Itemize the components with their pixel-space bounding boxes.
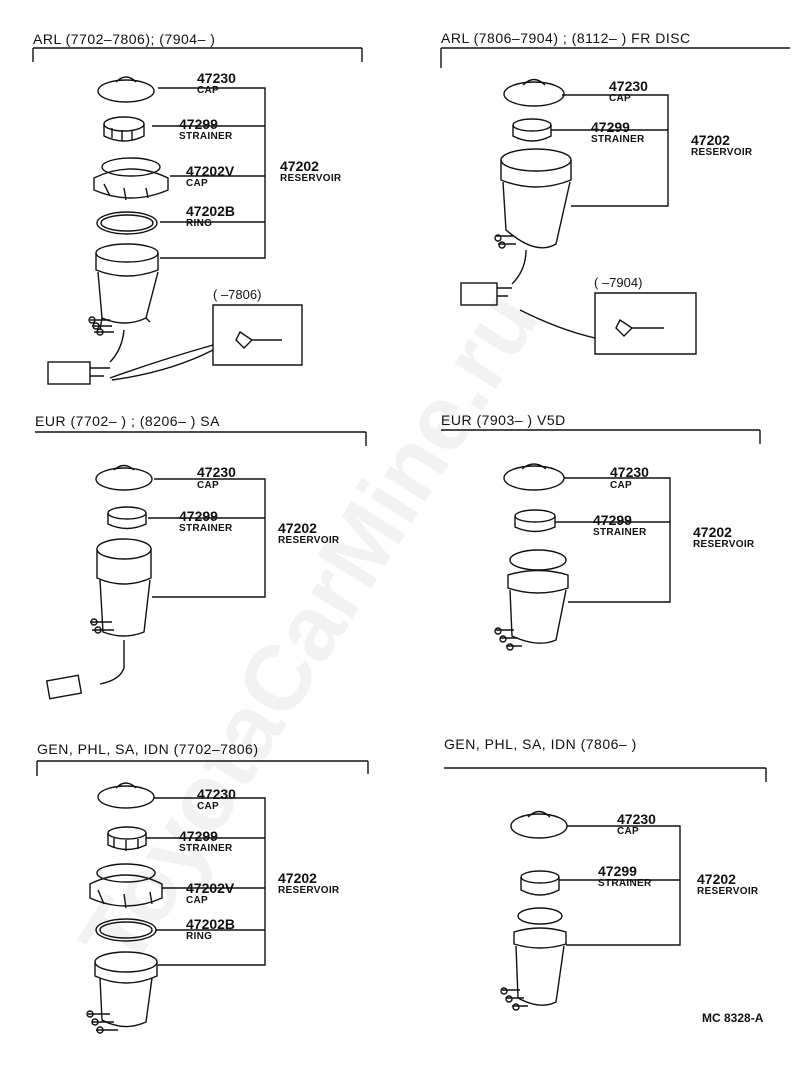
part-number: 47202 — [280, 158, 319, 174]
panel-title: GEN, PHL, SA, IDN (7806– ) — [444, 736, 637, 752]
part-number: 47299 — [179, 828, 218, 844]
part-name: STRAINER — [179, 843, 233, 854]
part-number: 47202V — [186, 163, 235, 179]
part-name: RESERVOIR — [278, 885, 340, 896]
part-number: 47202 — [278, 870, 317, 886]
part-number: 47202 — [697, 871, 736, 887]
part-name: RESERVOIR — [693, 539, 755, 550]
panel-title: EUR (7903– ) V5D — [441, 412, 566, 428]
part-name: RESERVOIR — [697, 886, 759, 897]
part-name: STRAINER — [591, 134, 645, 145]
panel-3-art — [35, 431, 367, 700]
part-number: 47299 — [179, 116, 218, 132]
part-number: 47230 — [617, 811, 656, 827]
panel-title: EUR (7702– ) ; (8206– ) SA — [35, 413, 220, 429]
part-number: 47202V — [186, 880, 235, 896]
part-number: 47299 — [591, 119, 630, 135]
part-number: 47202 — [278, 520, 317, 536]
part-number: 47230 — [197, 70, 236, 86]
part-number: 47202 — [691, 132, 730, 148]
part-number: 47230 — [197, 464, 236, 480]
date-note: ( –7806) — [213, 287, 262, 302]
part-name: CAP — [197, 85, 220, 96]
part-number: 47230 — [197, 786, 236, 802]
part-name: STRAINER — [593, 527, 647, 538]
panel-1-art — [32, 47, 363, 385]
part-name: CAP — [197, 801, 220, 812]
part-number: 47299 — [598, 863, 637, 879]
part-name: CAP — [609, 93, 632, 104]
panel-5-art — [36, 760, 369, 1034]
part-name: CAP — [610, 480, 633, 491]
panel-title: ARL (7806–7904) ; (8112– ) FR DISC — [441, 30, 691, 46]
part-name: CAP — [186, 895, 209, 906]
panel-title: ARL (7702–7806); (7904– ) — [33, 31, 216, 47]
part-name: STRAINER — [179, 523, 233, 534]
panel-2-art — [440, 47, 790, 355]
part-name: RING — [186, 218, 213, 229]
part-name: RESERVOIR — [278, 535, 340, 546]
part-number: 47202B — [186, 203, 236, 219]
part-name: RESERVOIR — [691, 147, 753, 158]
part-name: STRAINER — [179, 131, 233, 142]
panel-title: GEN, PHL, SA, IDN (7702–7806) — [37, 741, 259, 757]
date-note: ( –7904) — [594, 275, 643, 290]
part-name: RING — [186, 931, 213, 942]
panel-4-art — [441, 429, 761, 651]
part-number: 47202 — [693, 524, 732, 540]
panel-6-art — [444, 767, 767, 1011]
part-name: CAP — [186, 178, 209, 189]
part-name: STRAINER — [598, 878, 652, 889]
part-number: 47230 — [609, 78, 648, 94]
part-number: 47299 — [593, 512, 632, 528]
part-number: 47299 — [179, 508, 218, 524]
part-name: RESERVOIR — [280, 173, 342, 184]
part-name: CAP — [617, 826, 640, 837]
drawing-code: MC 8328-A — [702, 1011, 764, 1025]
part-name: CAP — [197, 480, 220, 491]
part-number: 47230 — [610, 464, 649, 480]
part-number: 47202B — [186, 916, 236, 932]
